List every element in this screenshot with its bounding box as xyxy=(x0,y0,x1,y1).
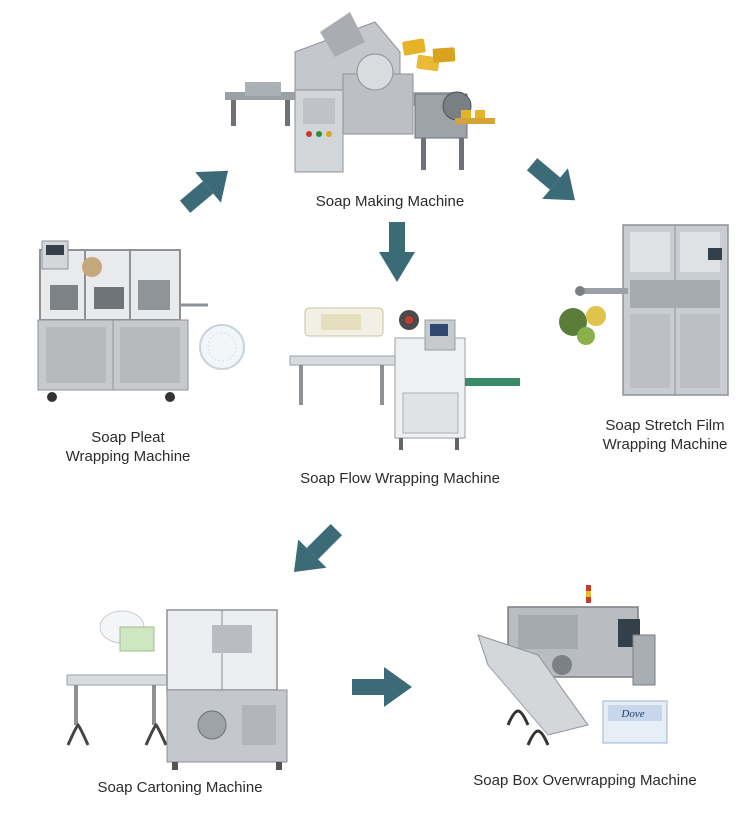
soap-pleat-wrapping-illustration xyxy=(37,240,245,402)
soap-cartoning-illustration xyxy=(66,609,288,770)
soap-box-overwrapping-illustration: Dove xyxy=(477,585,668,746)
soap-flow-wrapping-label: Soap Flow Wrapping Machine xyxy=(300,470,500,487)
soap-stretch-film-illustration xyxy=(559,224,729,396)
soap-pleat-wrapping-label: Soap Pleat Wrapping Machine xyxy=(65,429,191,465)
dove-box-text: Dove xyxy=(620,708,644,720)
soap-making-machine-illustration xyxy=(225,12,495,173)
soap-stretch-film-label: Soap Stretch Film Wrapping Machine xyxy=(602,417,728,453)
soap-making-label: Soap Making Machine xyxy=(315,193,465,210)
soap-flow-wrapping-illustration xyxy=(289,307,520,450)
soap-box-overwrapping-label: Soap Box Overwrapping Machine xyxy=(473,772,697,789)
soap-cartoning-label: Soap Cartoning Machine xyxy=(97,779,263,796)
